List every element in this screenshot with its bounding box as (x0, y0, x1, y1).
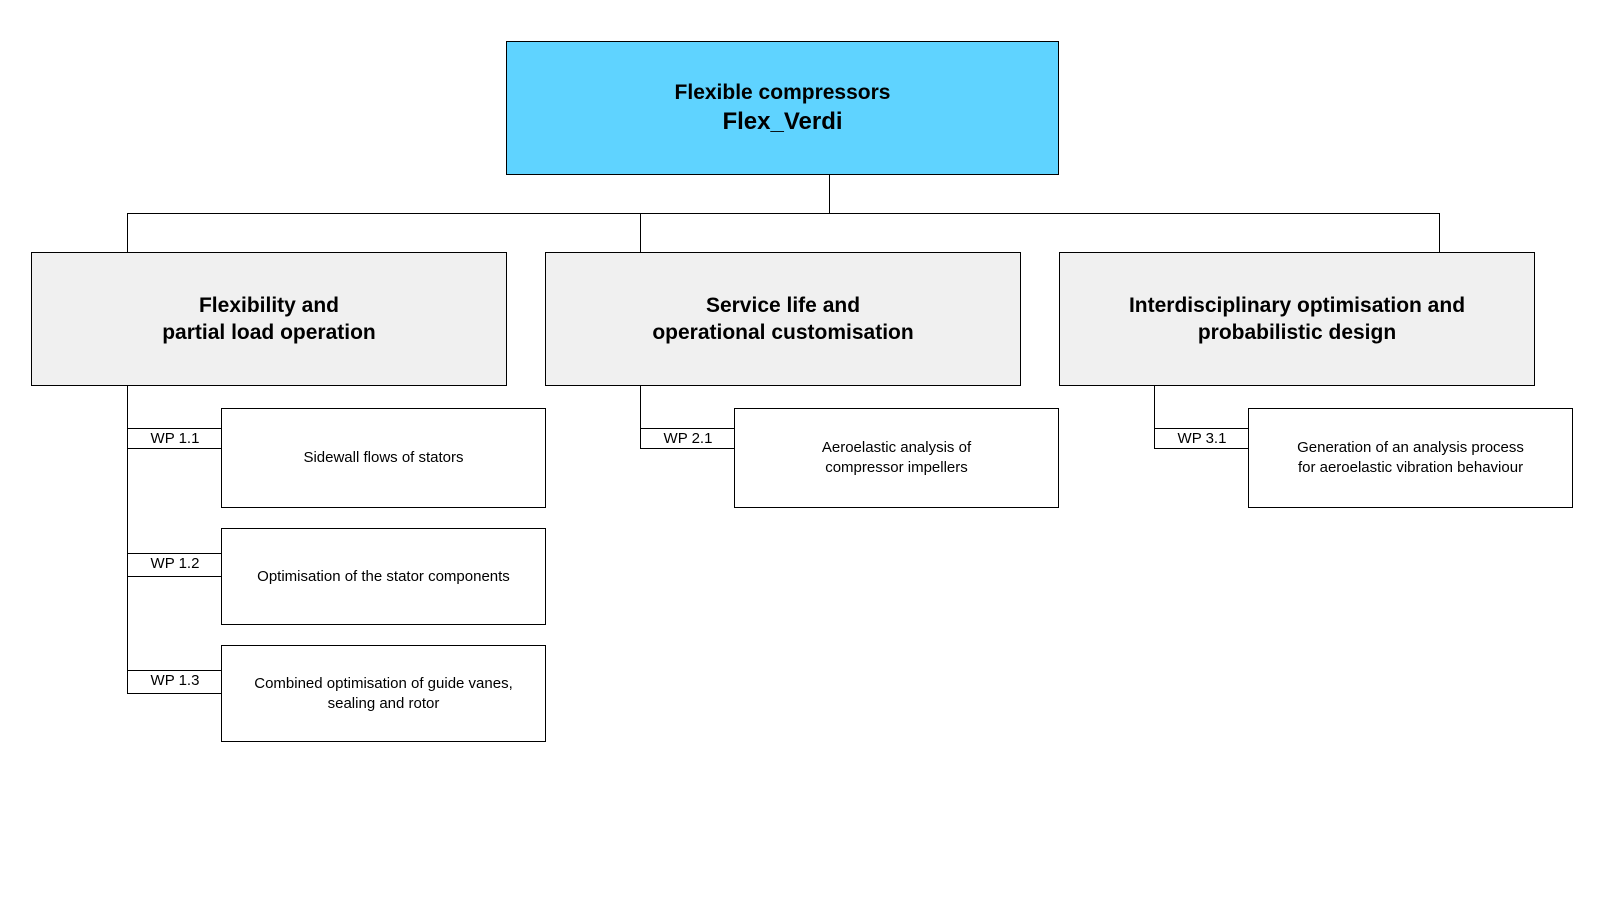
category-box-3: Interdisciplinary optimisation and proba… (1059, 252, 1535, 386)
category-2-line-2: operational customisation (652, 321, 914, 344)
wp-tag-2-1: WP 2.1 (640, 428, 735, 449)
project-subtitle: Flexible compressors (674, 81, 891, 104)
branch-2-connector (640, 213, 641, 252)
wp-tag-1-2: WP 1.2 (127, 553, 222, 577)
branch-3-connector (1439, 213, 1440, 252)
category-3-line-2: probabilistic design (1197, 321, 1397, 344)
category-box-1: Flexibility and partial load operation (31, 252, 507, 386)
work-package-2-1: Aeroelastic analysis of compressor impel… (734, 408, 1059, 508)
work-package-1-1: Sidewall flows of stators (221, 408, 546, 508)
wp-3-1-line-2: for aeroelastic vibration behaviour (1297, 459, 1524, 476)
work-package-1-2: Optimisation of the stator components (221, 528, 546, 625)
work-package-1-3: Combined optimisation of guide vanes, se… (221, 645, 546, 742)
category-1-spine (127, 386, 128, 694)
category-1-line-2: partial load operation (162, 321, 376, 344)
wp-1-3-line-2: sealing and rotor (327, 694, 440, 712)
wp-2-1-line-1: Aeroelastic analysis of (821, 439, 972, 456)
wp-3-1-line-1: Generation of an analysis process (1297, 439, 1524, 456)
work-package-3-1: Generation of an analysis process for ae… (1248, 408, 1573, 508)
branch-1-connector (127, 213, 128, 252)
horizontal-bus (127, 213, 1440, 214)
wp-tag-3-1: WP 3.1 (1154, 428, 1249, 449)
category-2-line-1: Service life and (705, 294, 861, 317)
category-3-line-1: Interdisciplinary optimisation and (1128, 294, 1466, 317)
wp-tag-1-1: WP 1.1 (127, 428, 222, 449)
wp-2-1-line-2: compressor impellers (825, 459, 968, 476)
category-3-spine (1154, 386, 1155, 448)
wp-1-1-line-1: Sidewall flows of stators (303, 449, 464, 466)
category-1-line-1: Flexibility and (198, 294, 340, 317)
project-title: Flex_Verdi (722, 108, 843, 135)
wp-1-2-line-1: Optimisation of the stator components (257, 567, 510, 585)
wp-1-3-line-1: Combined optimisation of guide vanes, (254, 674, 513, 692)
wp-tag-1-3: WP 1.3 (127, 670, 222, 694)
category-box-2: Service life and operational customisati… (545, 252, 1021, 386)
project-root-box: Flexible compressors Flex_Verdi (506, 41, 1059, 175)
category-2-spine (640, 386, 641, 448)
root-connector (829, 175, 830, 214)
